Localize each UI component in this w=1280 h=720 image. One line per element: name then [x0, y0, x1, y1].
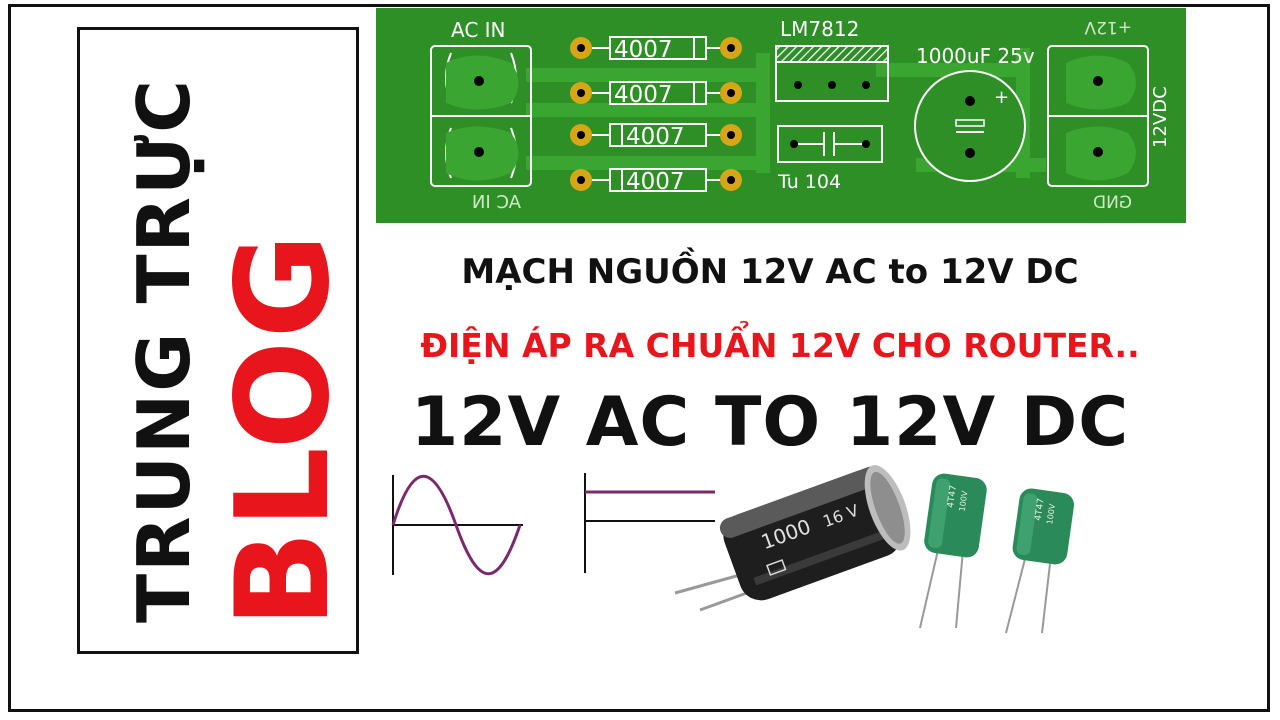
out-bottom-label: GND	[1093, 193, 1132, 213]
film-cap-text: 4T47	[946, 485, 959, 509]
diode-row-4: 4007	[570, 168, 742, 195]
outer-frame	[8, 4, 1270, 712]
diode-row-1: 4007	[570, 36, 742, 63]
electrolytic-capacitor-icon: 1000 16 V	[674, 465, 911, 612]
ac-wave-icon	[391, 475, 523, 575]
film-cap-text-2: 100V	[958, 490, 970, 512]
regulator-label: LM7812	[780, 17, 859, 41]
cap-label: 1000uF 25v	[916, 44, 1035, 68]
film-cap-text: 4T47	[1034, 498, 1047, 522]
dc-line-icon	[584, 473, 715, 573]
brand-blog: BLOG	[209, 231, 358, 628]
out-top-label: +12V	[1084, 17, 1132, 37]
brand-box	[77, 27, 359, 654]
headline-title: MẠCH NGUỒN 12V AC to 12V DC	[461, 252, 1079, 292]
plus-sign: +	[994, 87, 1009, 108]
diode-row-3: 4007	[570, 123, 742, 150]
ac-in-mirror-label: AC IN	[472, 192, 521, 213]
diode-label-1: 4007	[614, 37, 673, 63]
film-cap-text-2: 100V	[1045, 503, 1057, 525]
headline-subtitle: ĐIỆN ÁP RA CHUẨN 12V CHO ROUTER..	[420, 326, 1140, 365]
diode-row-2: 4007	[570, 81, 742, 108]
film-capacitor-icon: 4T47 100V	[1005, 488, 1075, 634]
brand-title: TRUNG TRỰC	[122, 78, 206, 623]
ac-in-label: AC IN	[451, 18, 506, 42]
diode-label-3: 4007	[626, 124, 685, 150]
headline-big: 12V AC TO 12V DC	[410, 383, 1130, 462]
film-capacitor-icon: 4T47 100V	[919, 473, 987, 629]
diode-label-2: 4007	[614, 82, 673, 108]
diode-label-4: 4007	[626, 169, 685, 195]
pcb-board: AC IN AC IN 4007 4007 4007	[376, 8, 1186, 223]
out-side-label: 12VDC	[1150, 86, 1171, 148]
tu-label: Tu 104	[777, 171, 841, 193]
